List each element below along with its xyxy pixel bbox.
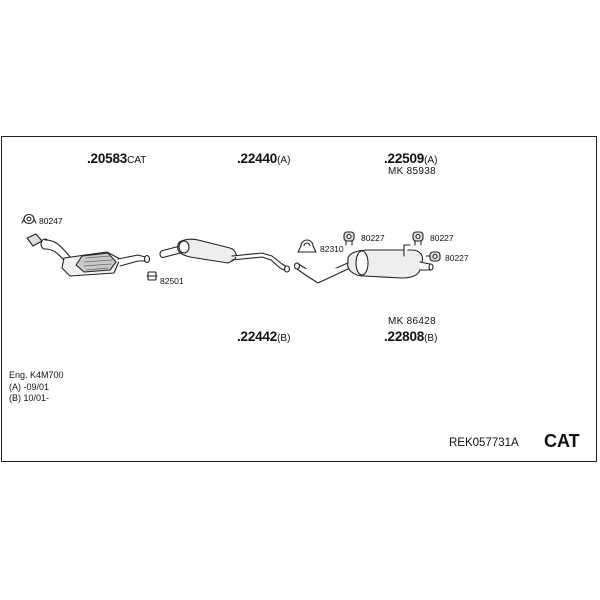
rubber-mount-80227-icon-3[interactable] bbox=[425, 251, 441, 262]
part-number: .22808 bbox=[384, 329, 425, 344]
category-badge: CAT bbox=[544, 431, 580, 451]
catalyst-icon[interactable] bbox=[26, 233, 151, 277]
diagram-frame bbox=[1, 136, 597, 462]
mount-82501-label: 82501 bbox=[160, 276, 184, 286]
part-label-middle-silencer-b[interactable]: .22442(B) bbox=[237, 329, 290, 347]
part-suffix: (A) bbox=[277, 155, 291, 166]
part-suffix: (B) bbox=[424, 333, 438, 344]
part-number: .20583 bbox=[87, 151, 128, 166]
clamp-82310-label: 82310 bbox=[320, 244, 344, 254]
engine-notes: Eng. K4M700 (A) -09/01 (B) 10/01- bbox=[9, 370, 64, 405]
variant-b-note: (B) 10/01- bbox=[9, 393, 50, 403]
part-number: .22442 bbox=[237, 329, 278, 344]
rubber-mount-80227-icon-1[interactable] bbox=[343, 231, 355, 246]
engine-code: Eng. K4M700 bbox=[9, 370, 64, 380]
clamp-80247-label: 80247 bbox=[39, 216, 63, 226]
part-suffix: CAT bbox=[127, 155, 147, 166]
middle-silencer-icon[interactable] bbox=[159, 238, 291, 273]
clamp-82310-icon[interactable] bbox=[297, 239, 317, 253]
rubber-mount-80227-label-3: 80227 bbox=[445, 253, 469, 263]
kit-reference: REK057731A bbox=[449, 437, 519, 449]
rubber-mount-80227-label-1: 80227 bbox=[361, 233, 385, 243]
mount-82501-icon[interactable] bbox=[146, 271, 158, 281]
variant-a-note: (A) -09/01 bbox=[9, 381, 50, 392]
part-label-rear-silencer-b[interactable]: .22808(B) bbox=[384, 329, 437, 347]
part-label-rear-silencer-a[interactable]: .22509(A) bbox=[384, 151, 437, 169]
part-suffix: (B) bbox=[277, 333, 291, 344]
rear-silencer-icon[interactable] bbox=[293, 244, 434, 284]
part-label-catalyst[interactable]: .20583CAT bbox=[87, 151, 146, 169]
part-suffix: (A) bbox=[424, 155, 438, 166]
part-number: .22509 bbox=[384, 151, 425, 166]
mounting-kit-label-b: MK 86428 bbox=[388, 316, 436, 327]
part-number: .22440 bbox=[237, 151, 278, 166]
rubber-mount-80227-icon-2[interactable] bbox=[412, 231, 424, 246]
part-label-middle-silencer-a[interactable]: .22440(A) bbox=[237, 151, 290, 169]
clamp-80247-icon[interactable] bbox=[21, 213, 37, 225]
mounting-kit-label-a: MK 85938 bbox=[388, 166, 436, 177]
rubber-mount-80227-label-2: 80227 bbox=[430, 233, 454, 243]
